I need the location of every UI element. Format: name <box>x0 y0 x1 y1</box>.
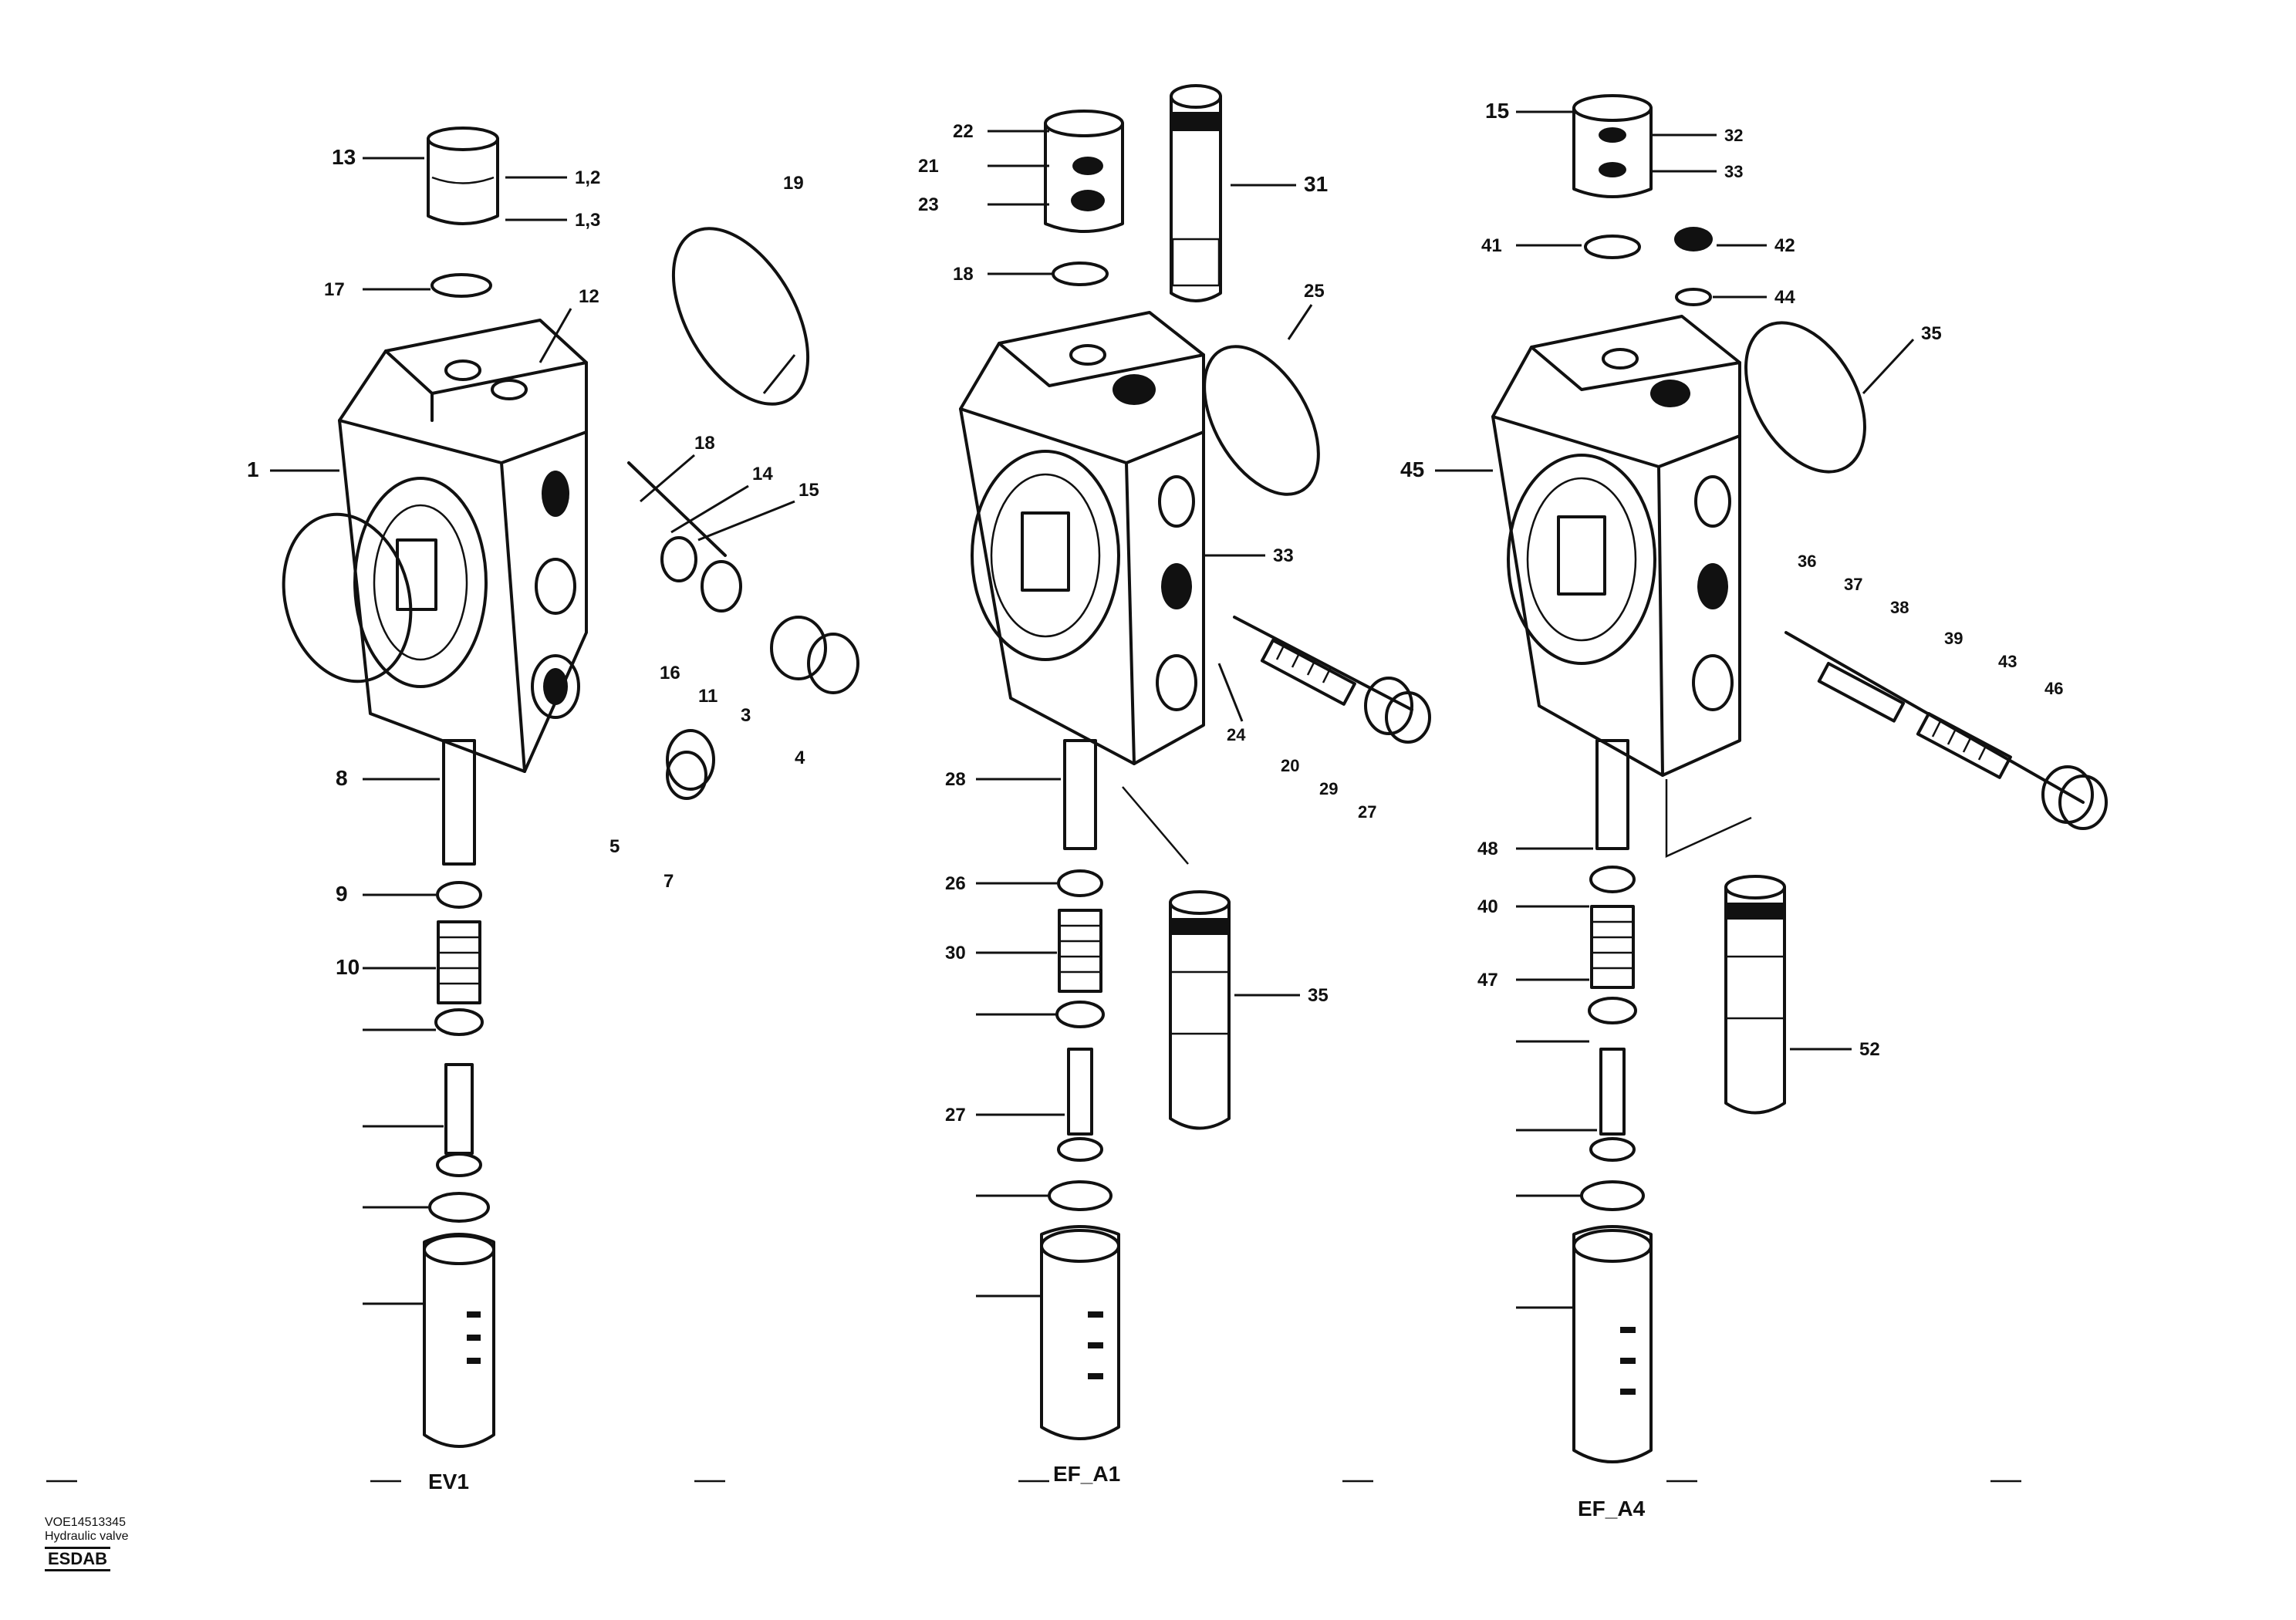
callout-label: 41 <box>1481 235 1502 256</box>
spool-stack <box>423 739 495 1448</box>
callout-label: 23 <box>918 194 939 215</box>
side-parts <box>627 461 859 800</box>
callout-label: 32 <box>1724 126 1743 145</box>
o-ring-part <box>1052 262 1109 286</box>
side-parts <box>1784 631 2108 830</box>
callout-label: 13 <box>332 145 356 169</box>
callout-label: 30 <box>945 943 966 964</box>
callout-labels: 15 32 33 41 42 44 45 35 36 37 38 39 43 4… <box>1400 99 2063 1060</box>
callout-label: 14 <box>752 464 773 484</box>
leader-lines <box>1435 110 1915 1309</box>
view-3-assembly: 15 32 33 41 42 44 45 35 36 37 38 39 43 4… <box>1400 94 2108 1463</box>
callout-label: 43 <box>1998 652 2017 671</box>
view-1-caption: EV1 <box>428 1470 469 1493</box>
o-ring-part <box>1675 288 1712 306</box>
o-ring-part <box>1584 235 1641 259</box>
callout-labels: 22 21 23 31 18 25 33 24 20 29 27 28 26 3… <box>918 121 1376 1126</box>
valve-body-part <box>1491 315 1741 777</box>
valve-body-part <box>338 319 588 773</box>
callout-label: 3 <box>741 705 751 726</box>
callout-label: 16 <box>660 663 680 683</box>
callout-label: 4 <box>795 748 805 768</box>
callout-label: 18 <box>694 433 715 454</box>
large-o-ring-part <box>1744 321 1866 474</box>
callout-label: 15 <box>1485 99 1509 123</box>
side-parts <box>1233 616 1431 744</box>
view-1-assembly: 13 1,2 1,3 17 12 1 19 18 14 15 16 11 3 4… <box>247 127 859 1448</box>
drawing-stamp: VOE14513345 Hydraulic valve ESDAB <box>45 1516 128 1571</box>
large-o-ring-part <box>282 512 413 683</box>
callout-label: 27 <box>1358 802 1376 822</box>
spool-stack <box>1040 739 1120 1440</box>
callout-label: 9 <box>336 882 348 906</box>
callout-label: 10 <box>336 955 360 979</box>
valve-body-part <box>959 311 1205 765</box>
stamp-code: ESDAB <box>45 1547 111 1571</box>
stamp-line-1: VOE14513345 <box>45 1516 126 1529</box>
leader-lines <box>270 157 796 1305</box>
cap-part <box>427 127 499 225</box>
callout-label: 44 <box>1774 287 1795 308</box>
large-o-ring-part <box>1203 345 1320 496</box>
cap-part <box>1572 94 1653 198</box>
callout-label: 1,2 <box>575 167 600 188</box>
leader-lines <box>976 130 1313 1298</box>
relief-valve-part <box>1122 786 1231 1130</box>
stamp-line-2: Hydraulic valve <box>45 1530 129 1543</box>
callout-label: 27 <box>945 1105 966 1126</box>
callout-label: 1 <box>247 457 259 481</box>
callout-label: 39 <box>1944 629 1963 648</box>
callout-label: 17 <box>324 279 345 300</box>
callout-label: 24 <box>1227 725 1246 744</box>
callout-label: 47 <box>1477 970 1498 991</box>
view-3-caption: EF_A4 <box>1578 1497 1646 1520</box>
cap-part <box>1044 110 1124 233</box>
callout-label: 18 <box>953 264 974 285</box>
callout-label: 25 <box>1304 281 1325 302</box>
callout-label: 33 <box>1273 545 1294 566</box>
callout-label: 29 <box>1319 779 1338 798</box>
callout-label: 35 <box>1921 323 1942 344</box>
callout-label: 33 <box>1724 162 1743 181</box>
callout-label: 11 <box>698 686 718 707</box>
relief-valve-part <box>1665 779 1786 1115</box>
callout-label: 35 <box>1308 985 1329 1006</box>
view-2-caption: EF_A1 <box>1053 1462 1121 1486</box>
callout-label: 31 <box>1304 172 1328 196</box>
callout-label: 48 <box>1477 839 1498 859</box>
callout-label: 40 <box>1477 896 1498 917</box>
callout-label: 1,3 <box>575 210 600 231</box>
view-2-assembly: 22 21 23 31 18 25 33 24 20 29 27 28 26 3… <box>918 84 1431 1440</box>
callout-label: 12 <box>579 286 599 307</box>
plug-part <box>1674 227 1713 251</box>
callout-label: 37 <box>1844 575 1862 594</box>
o-ring-part <box>430 273 492 298</box>
callout-label: 7 <box>663 871 674 892</box>
callout-label: 52 <box>1859 1039 1880 1060</box>
callout-label: 36 <box>1798 552 1816 571</box>
callout-label: 8 <box>336 766 348 790</box>
callout-label: 45 <box>1400 457 1424 481</box>
callout-label: 28 <box>945 769 966 790</box>
callout-label: 5 <box>609 836 620 857</box>
large-o-ring-part <box>671 227 810 406</box>
callout-label: 19 <box>783 173 804 194</box>
callout-label: 21 <box>918 156 939 177</box>
callout-label: 15 <box>799 480 819 501</box>
relief-valve-part <box>1170 84 1222 302</box>
callout-label: 42 <box>1774 235 1795 256</box>
callout-labels: 13 1,2 1,3 17 12 1 19 18 14 15 16 11 3 4… <box>247 145 819 979</box>
callout-label: 20 <box>1281 756 1299 775</box>
callout-label: 38 <box>1890 598 1909 617</box>
callout-label: 26 <box>945 873 966 894</box>
callout-label: 22 <box>953 121 974 142</box>
callout-label: 46 <box>2044 679 2063 698</box>
spool-stack <box>1572 739 1653 1463</box>
